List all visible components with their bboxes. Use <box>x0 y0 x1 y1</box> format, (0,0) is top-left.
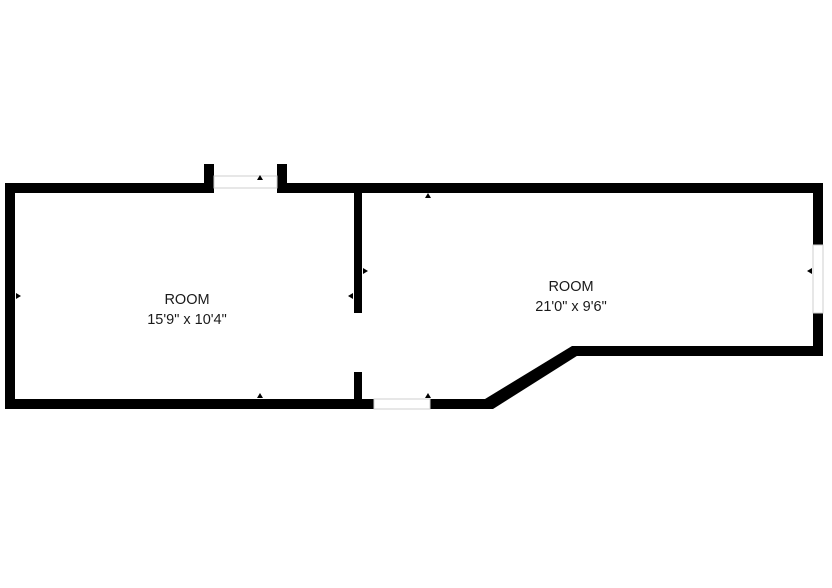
room-dimensions-left: 15'9" x 10'4" <box>147 312 227 328</box>
wall-bottom-right-step <box>572 346 823 356</box>
wall-left <box>5 183 15 409</box>
marker-right-room-right <box>807 268 812 274</box>
window-right <box>812 244 824 314</box>
marker-left-room-left <box>16 293 21 299</box>
wall-top-door-jamb-left <box>204 164 214 193</box>
wall-bottom-right-room <box>430 399 490 409</box>
marker-right-room-top <box>425 193 431 198</box>
walls <box>5 164 823 409</box>
wall-right-upper <box>813 183 823 245</box>
dimension-markers <box>16 175 812 398</box>
room-name-left: ROOM <box>164 292 209 308</box>
wall-top-left-segment <box>5 183 214 193</box>
marker-left-room-right <box>348 293 353 299</box>
wall-bottom-left-room <box>5 399 374 409</box>
wall-top-door-jamb-right <box>277 164 287 193</box>
room-labels: ROOM 15'9" x 10'4" ROOM 21'0" x 9'6" <box>147 279 607 328</box>
wall-partition-upper <box>354 193 362 313</box>
door-bottom <box>373 398 431 410</box>
room-name-right: ROOM <box>548 279 593 295</box>
wall-top-right-segment <box>277 183 823 193</box>
marker-left-room-bottom <box>257 393 263 398</box>
door-top <box>213 175 278 189</box>
marker-left-room-top <box>257 175 263 180</box>
wall-right-lower <box>813 313 823 356</box>
marker-right-room-bottom <box>425 393 431 398</box>
wall-diagonal <box>485 346 580 409</box>
wall-partition-lower <box>354 372 362 409</box>
room-dimensions-right: 21'0" x 9'6" <box>535 299 606 315</box>
marker-right-room-left <box>363 268 368 274</box>
openings <box>213 175 824 410</box>
